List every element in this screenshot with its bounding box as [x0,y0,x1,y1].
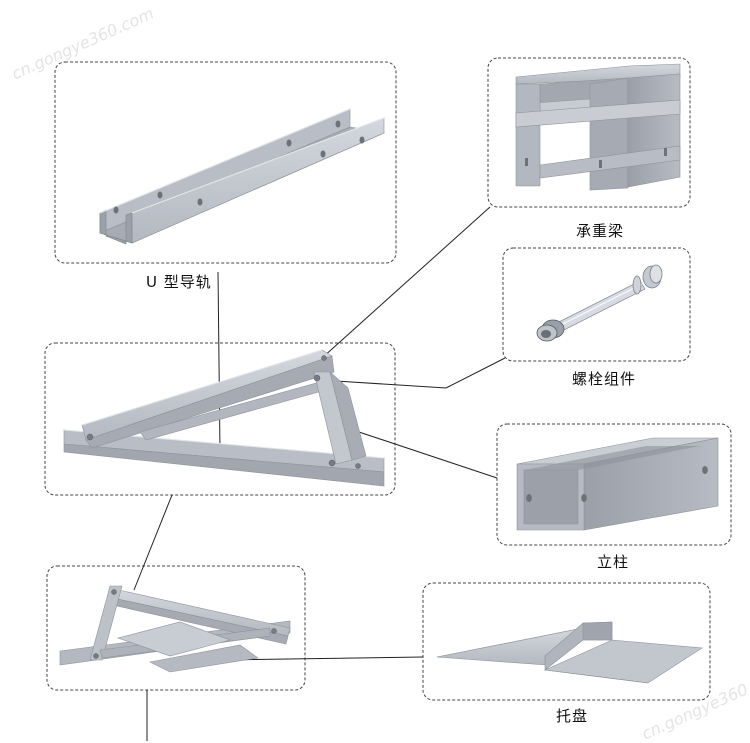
column-label: 立柱 [597,553,630,571]
bolt-illustration [536,264,663,342]
bolt-label: 螺栓组件 [572,370,637,388]
assembly-tray-illustration [59,585,291,673]
column-illustration [516,437,719,531]
bolt-box [502,247,691,362]
assembly-box [44,342,396,496]
u-rail-box [54,61,397,264]
tray-illustration [436,621,703,684]
assembly-tray-box [46,565,306,691]
beam-label: 承重梁 [576,222,625,240]
u-rail-illustration [99,108,386,245]
assembly-illustration [63,349,385,487]
beam-box [487,57,691,208]
tray-label: 托盘 [556,707,589,725]
column-box [496,423,732,546]
u-rail-label: U 型导轨 [146,273,212,291]
beam-illustration [515,63,681,191]
tray-box [422,582,711,701]
leader-lines [133,206,506,741]
